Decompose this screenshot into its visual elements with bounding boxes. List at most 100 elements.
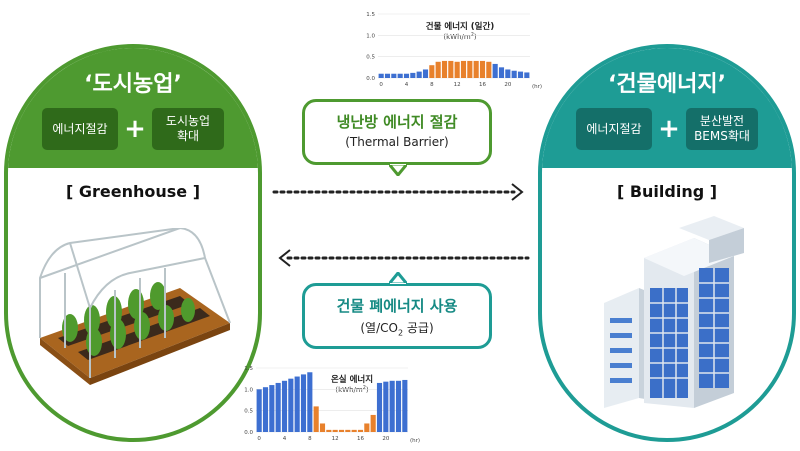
bar-hour-21 bbox=[389, 380, 395, 432]
bar-hour-7 bbox=[422, 69, 429, 78]
thermal-barrier-callout: 냉난방 에너지 절감 (Thermal Barrier) bbox=[302, 99, 492, 176]
bar-hour-17 bbox=[486, 61, 492, 78]
bar-hour-3 bbox=[397, 73, 403, 78]
x-tick-label: 0 bbox=[257, 436, 261, 442]
x-tick-label: 20 bbox=[382, 436, 389, 442]
bar-hour-1 bbox=[262, 387, 269, 432]
chart-unit: (kWh/m2) bbox=[443, 32, 477, 41]
building-energy-title: ‘건물에너지’ bbox=[608, 72, 726, 97]
bar-hour-11 bbox=[326, 429, 332, 432]
bar-hour-14 bbox=[467, 60, 473, 78]
plus-icon: + bbox=[658, 114, 680, 144]
bar-hour-20 bbox=[505, 69, 511, 78]
y-tick-label: 0.0 bbox=[244, 430, 253, 436]
callout-sub-text: (열/CO2 공급) bbox=[360, 321, 434, 338]
bar-hour-9 bbox=[435, 61, 441, 78]
x-tick-label: 12 bbox=[332, 436, 339, 442]
bar-hour-2 bbox=[391, 73, 397, 78]
bar-hour-18 bbox=[492, 63, 498, 78]
urban-farming-title: ‘도시농업’ bbox=[84, 72, 182, 97]
x-tick-label: 20 bbox=[504, 82, 511, 88]
bar-hour-23 bbox=[524, 72, 530, 78]
bar-hour-1 bbox=[384, 73, 391, 78]
y-tick-label: 0.0 bbox=[366, 76, 375, 82]
y-tick-label: 1.5 bbox=[366, 12, 375, 18]
y-tick-label: 1.5 bbox=[244, 366, 253, 372]
y-tick-label: 1.0 bbox=[366, 33, 375, 39]
x-tick-label: 16 bbox=[357, 436, 364, 442]
bar-hour-2 bbox=[269, 385, 275, 432]
arrow-left bbox=[278, 249, 530, 267]
bar-hour-22 bbox=[517, 71, 524, 78]
bar-hour-0 bbox=[256, 389, 262, 432]
bar-hour-21 bbox=[511, 70, 517, 78]
building-energy-chart: 건물 에너지 (일간) (kWh/m2) 1.5 1.0 0.5 0.0 0 4 8 12 1… bbox=[366, 12, 542, 90]
bar-hour-18 bbox=[370, 414, 376, 432]
bar-hour-11 bbox=[448, 60, 454, 78]
bar-hour-16 bbox=[357, 429, 364, 432]
bar-hour-6 bbox=[416, 71, 422, 78]
callout-main-text: 건물 폐에너지 사용 bbox=[336, 297, 458, 315]
bar-hour-12 bbox=[454, 61, 460, 78]
bar-hour-16 bbox=[479, 60, 486, 78]
arrow-right bbox=[272, 183, 524, 201]
bar-hour-5 bbox=[288, 378, 294, 432]
bar-hour-4 bbox=[281, 380, 288, 432]
bar-hour-10 bbox=[441, 60, 448, 78]
x-unit-label: (hr) bbox=[410, 438, 420, 444]
x-tick-label: 12 bbox=[454, 82, 461, 88]
y-tick-label: 0.5 bbox=[366, 55, 375, 61]
waste-energy-callout: 건물 폐에너지 사용 (열/CO2 공급) bbox=[302, 272, 492, 349]
plus-icon: + bbox=[124, 114, 146, 144]
bar-hour-10 bbox=[319, 423, 326, 432]
chart-unit: (kWh/m2) bbox=[335, 385, 369, 394]
greenhouse-label: [ Greenhouse ] bbox=[65, 182, 201, 201]
y-tick-label: 0.5 bbox=[244, 409, 253, 415]
x-tick-label: 8 bbox=[430, 82, 434, 88]
x-tick-label: 0 bbox=[379, 82, 383, 88]
chart-title: 온실 에너지 bbox=[331, 374, 373, 385]
bar-hour-17 bbox=[364, 423, 370, 432]
bar-hour-8 bbox=[307, 372, 313, 432]
bar-hour-12 bbox=[332, 429, 338, 432]
x-tick-label: 8 bbox=[308, 436, 312, 442]
bar-hour-19 bbox=[498, 67, 505, 78]
energy-saving-tag: 에너지절감 bbox=[42, 108, 118, 150]
bar-hour-8 bbox=[429, 65, 435, 78]
bar-hour-15 bbox=[351, 429, 357, 432]
bar-hour-4 bbox=[403, 73, 410, 78]
x-tick-label: 4 bbox=[405, 82, 409, 88]
energy-saving-tag: 에너지절감 bbox=[576, 108, 652, 150]
callout-tail bbox=[389, 164, 407, 176]
bar-hour-20 bbox=[383, 381, 389, 432]
bar-hour-13 bbox=[460, 60, 467, 78]
bar-hour-19 bbox=[376, 382, 383, 432]
bar-hour-22 bbox=[395, 380, 402, 432]
bar-hour-15 bbox=[473, 60, 479, 78]
bar-hour-7 bbox=[300, 374, 307, 432]
bar-hour-14 bbox=[345, 429, 351, 432]
x-tick-label: 16 bbox=[479, 82, 486, 88]
bar-hour-9 bbox=[313, 406, 319, 432]
callout-sub-text: (Thermal Barrier) bbox=[345, 135, 449, 149]
callout-tail bbox=[389, 272, 407, 284]
greenhouse-illustration bbox=[39, 228, 231, 385]
x-unit-label: (hr) bbox=[532, 84, 542, 90]
x-tick-label: 4 bbox=[283, 436, 287, 442]
bar-hour-6 bbox=[294, 376, 300, 432]
bar-hour-5 bbox=[410, 72, 416, 78]
bar-hour-0 bbox=[378, 73, 384, 78]
building-label: [ Building ] bbox=[616, 182, 718, 201]
bar-hour-23 bbox=[402, 379, 408, 432]
chart-title: 건물 에너지 (일간) bbox=[426, 21, 495, 32]
bar-hour-13 bbox=[338, 429, 345, 432]
y-tick-label: 1.0 bbox=[244, 387, 253, 393]
building-illustration bbox=[604, 216, 744, 408]
callout-main-text: 냉난방 에너지 절감 bbox=[336, 113, 458, 131]
